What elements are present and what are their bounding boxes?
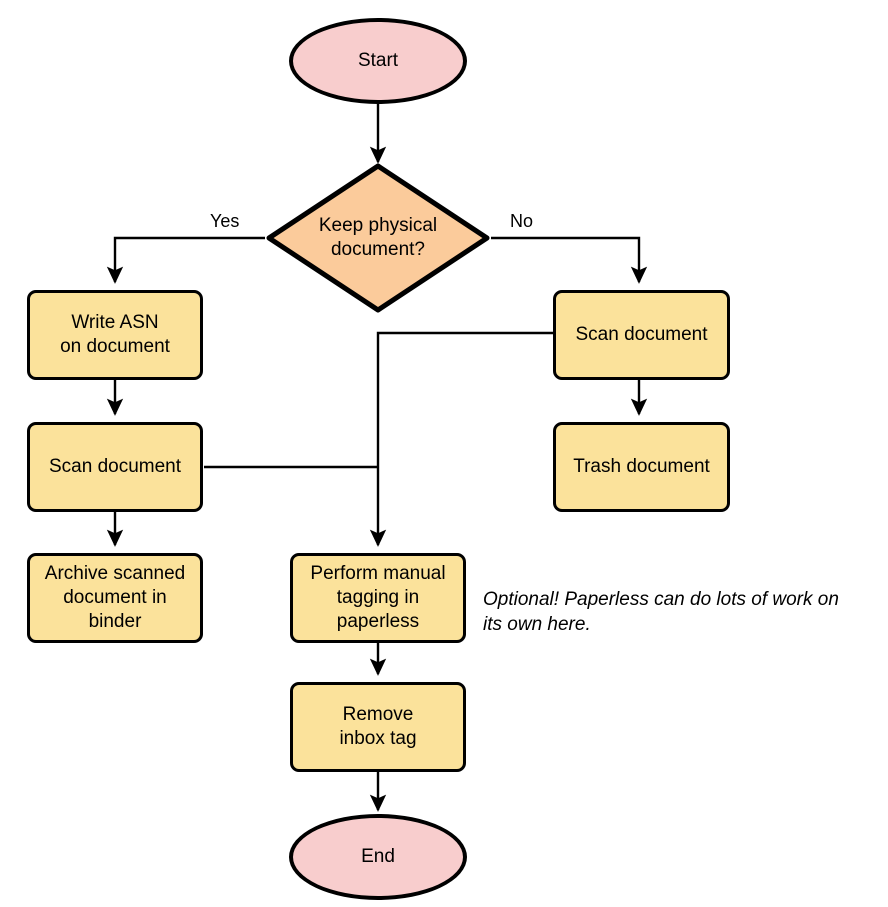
edge-label-no: No [510, 211, 534, 231]
node-tagging-label-line1: Perform manual [310, 563, 446, 584]
node-trash-document-label: Trash document [573, 456, 710, 477]
node-write-asn-label-line2: on document [60, 336, 170, 357]
node-archive-scanned-document[interactable]: Archive scanned document in binder [27, 553, 203, 643]
node-write-asn-on-document[interactable]: Write ASN on document [27, 290, 203, 380]
annotation-line2: its own here. [483, 614, 591, 635]
node-write-asn-label-line1: Write ASN [71, 312, 159, 333]
node-decision-label-line2: document? [330, 239, 425, 260]
node-remove-inbox-label-line1: Remove [342, 704, 414, 725]
node-remove-inbox-tag[interactable]: Remove inbox tag [290, 682, 466, 772]
node-trash-document[interactable]: Trash document [553, 422, 730, 512]
node-perform-manual-tagging[interactable]: Perform manual tagging in paperless [290, 553, 466, 643]
node-archive-label-line3: binder [88, 611, 142, 632]
annotation-optional-paperless: Optional! Paperless can do lots of work … [483, 587, 883, 637]
node-end-label: End [361, 846, 395, 867]
edge-scan-right-to-tagging [369, 331, 553, 547]
node-start-label: Start [357, 50, 399, 71]
node-scan-document-left[interactable]: Scan document [27, 422, 203, 512]
node-end[interactable]: End [289, 814, 467, 900]
node-archive-label-line1: Archive scanned [44, 563, 186, 584]
decision-diamond-shape [266, 163, 490, 313]
node-scan-document-right-label: Scan document [575, 324, 708, 345]
node-decision-keep-physical-document[interactable]: Keep physical document? [265, 162, 491, 314]
node-decision-label-line1: Keep physical [318, 215, 438, 236]
node-archive-label-line2: document in [63, 587, 167, 608]
edge-label-yes: Yes [210, 211, 240, 231]
node-scan-document-left-label: Scan document [48, 456, 182, 477]
annotation-line1: Optional! Paperless can do lots of work … [483, 589, 839, 610]
node-tagging-label-line2: tagging in [336, 587, 420, 608]
node-scan-document-right[interactable]: Scan document [553, 290, 730, 380]
node-decision-label: Keep physical document? [265, 162, 491, 314]
node-tagging-label-line3: paperless [336, 611, 420, 632]
edge-decision-no-to-scan-right [491, 236, 648, 284]
node-start[interactable]: Start [289, 18, 467, 104]
node-remove-inbox-label-line2: inbox tag [339, 728, 417, 749]
edge-decision-yes-to-write-asn [106, 236, 265, 284]
